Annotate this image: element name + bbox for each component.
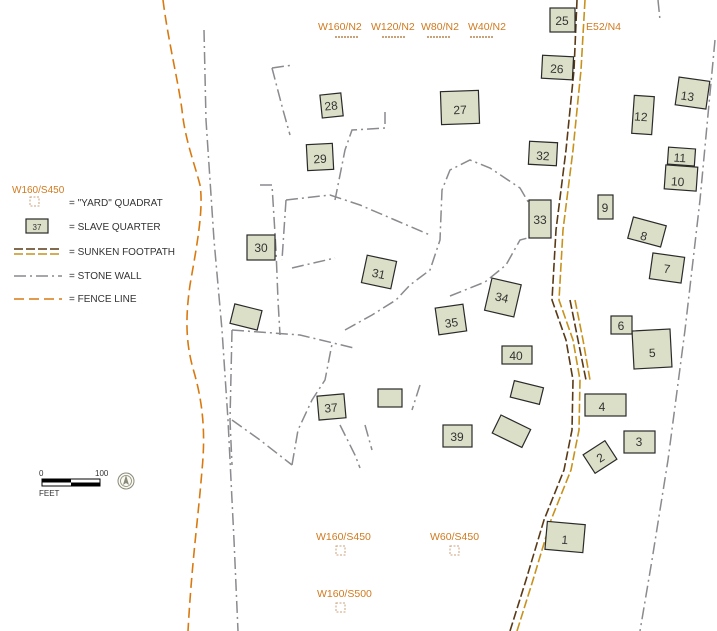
quarter-4: 4 xyxy=(584,393,627,417)
svg-text:30: 30 xyxy=(254,241,268,255)
legend-slave-quarter-sample: 37 xyxy=(33,223,42,232)
legend-stone-wall-label: = STONE WALL xyxy=(69,271,142,282)
quadrat-label: W160/S500 xyxy=(317,588,372,600)
quarter-11: 11 xyxy=(666,146,697,167)
svg-text:6: 6 xyxy=(618,319,625,333)
svg-text:4: 4 xyxy=(599,400,606,414)
quarter-13: 13 xyxy=(674,76,711,110)
quarter-25: 25 xyxy=(549,7,576,33)
quarter-12: 12 xyxy=(631,94,655,136)
legend-sunken-footpath-label: = SUNKEN FOOTPATH xyxy=(69,247,175,258)
scale-bar: 0 100 FEET xyxy=(39,469,109,498)
svg-text:26: 26 xyxy=(550,62,564,77)
legend-yard-quadrat-sample: W160/S450 xyxy=(12,185,65,196)
svg-text:25: 25 xyxy=(555,14,569,28)
quarter-28: 28 xyxy=(319,92,344,119)
svg-text:9: 9 xyxy=(602,201,609,215)
quadrat-label: W80/N2 xyxy=(421,21,459,33)
svg-text:33: 33 xyxy=(533,213,547,227)
quarter-42 xyxy=(491,414,532,449)
quarter-37: 37 xyxy=(316,393,347,421)
svg-text:32: 32 xyxy=(536,149,550,164)
svg-text:13: 13 xyxy=(680,89,695,105)
quarter-34: 34 xyxy=(483,277,522,318)
quarter-2: 2 xyxy=(582,439,618,475)
legend-slave-quarter-label: = SLAVE QUARTER xyxy=(69,222,161,233)
svg-text:8: 8 xyxy=(639,229,649,244)
quarter-40: 40 xyxy=(501,345,533,365)
quadrat-label: W160/S450 xyxy=(316,531,371,543)
stone-walls xyxy=(203,0,716,631)
svg-text:3: 3 xyxy=(636,435,643,449)
svg-text:28: 28 xyxy=(324,98,339,113)
svg-text:10: 10 xyxy=(671,174,686,189)
quadrat-label: W160/N2 xyxy=(318,21,362,33)
slave-quarters: 1 2 3 4 5 6 7 8 xyxy=(229,7,711,554)
quarter-9: 9 xyxy=(597,194,614,220)
yard-quadrat-icon xyxy=(29,196,40,207)
svg-text:29: 29 xyxy=(313,152,327,167)
quarter-36 xyxy=(229,303,263,331)
scale-end-label: 100 xyxy=(95,469,109,478)
quarter-32: 32 xyxy=(527,140,559,167)
quarter-3: 3 xyxy=(623,430,656,454)
fence-line-west xyxy=(162,0,205,631)
legend-fence-line-label: = FENCE LINE xyxy=(69,294,137,305)
quadrat-label: W40/N2 xyxy=(468,21,506,33)
scale-unit-label: FEET xyxy=(39,489,60,498)
quarter-1: 1 xyxy=(544,520,586,554)
svg-text:5: 5 xyxy=(649,346,657,360)
north-arrow-icon xyxy=(117,472,135,490)
svg-text:12: 12 xyxy=(634,109,649,124)
svg-text:35: 35 xyxy=(444,315,459,331)
svg-text:1: 1 xyxy=(561,533,569,548)
slave-quarter-icon xyxy=(25,218,49,234)
quarter-30: 30 xyxy=(246,234,276,261)
svg-text:39: 39 xyxy=(450,430,464,444)
svg-text:40: 40 xyxy=(509,349,523,363)
quarter-38 xyxy=(377,388,403,408)
quadrat-label: W60/S450 xyxy=(430,531,479,543)
legend-yard-quadrat-label: = "YARD" QUADRAT xyxy=(69,198,163,209)
quarter-6: 6 xyxy=(610,315,633,335)
quadrat-label: W120/N2 xyxy=(371,21,415,33)
quadrat-label: E52/N4 xyxy=(586,21,621,33)
sunken-footpath xyxy=(509,0,591,631)
yard-quadrats: W160/N2 W120/N2 W80/N2 W40/N2 E52/N4 W16… xyxy=(316,21,621,613)
legend: W160/S450 = "YARD" QUADRAT 37 = SLAVE QU… xyxy=(12,185,175,305)
quarter-41 xyxy=(509,379,545,406)
svg-text:37: 37 xyxy=(324,400,339,415)
quarter-29: 29 xyxy=(305,142,335,172)
svg-text:27: 27 xyxy=(453,103,467,117)
quarter-33: 33 xyxy=(528,199,552,239)
quarter-10: 10 xyxy=(663,164,699,192)
svg-text:31: 31 xyxy=(371,266,387,283)
quarter-26: 26 xyxy=(540,54,575,81)
quarter-27: 27 xyxy=(439,89,481,126)
quarter-31: 31 xyxy=(360,254,398,290)
svg-text:34: 34 xyxy=(494,289,510,306)
quarter-7: 7 xyxy=(648,252,686,284)
svg-text:11: 11 xyxy=(673,151,687,166)
quarter-35: 35 xyxy=(434,303,468,336)
quarter-5: 5 xyxy=(631,328,673,370)
quarter-8: 8 xyxy=(626,216,668,248)
scale-start-label: 0 xyxy=(39,469,44,478)
quarter-39: 39 xyxy=(442,424,473,448)
svg-text:7: 7 xyxy=(663,262,672,277)
